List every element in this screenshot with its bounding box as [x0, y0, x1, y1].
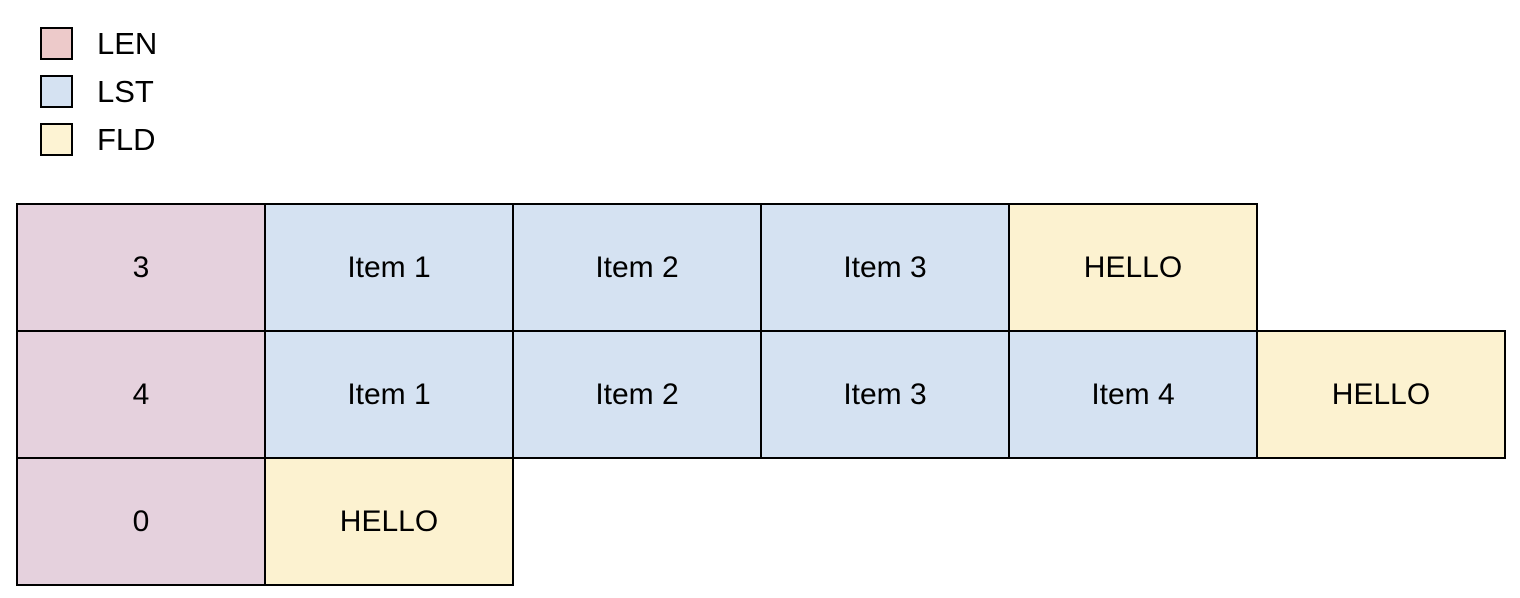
- cell-fld: HELLO: [1008, 203, 1258, 332]
- legend-item-fld: FLD: [40, 123, 157, 156]
- legend-swatch-lst: [40, 75, 73, 108]
- cell-len: 0: [16, 457, 266, 586]
- legend-item-lst: LST: [40, 75, 157, 108]
- legend: LEN LST FLD: [40, 27, 157, 171]
- cell-len: 3: [16, 203, 266, 332]
- legend-label-len: LEN: [97, 26, 158, 61]
- cell-lst: Item 1: [264, 203, 514, 332]
- cell-lst: Item 4: [1008, 330, 1258, 459]
- cell-lst: Item 3: [760, 330, 1010, 459]
- cell-fld: HELLO: [264, 457, 514, 586]
- cell-lst: Item 2: [512, 203, 762, 332]
- legend-label-lst: LST: [97, 74, 154, 109]
- legend-swatch-fld: [40, 123, 73, 156]
- cell-fld: HELLO: [1256, 330, 1506, 459]
- cell-len: 4: [16, 330, 266, 459]
- legend-item-len: LEN: [40, 27, 157, 60]
- legend-swatch-len: [40, 27, 73, 60]
- cell-lst: Item 3: [760, 203, 1010, 332]
- legend-label-fld: FLD: [97, 122, 156, 157]
- cell-lst: Item 1: [264, 330, 514, 459]
- cell-lst: Item 2: [512, 330, 762, 459]
